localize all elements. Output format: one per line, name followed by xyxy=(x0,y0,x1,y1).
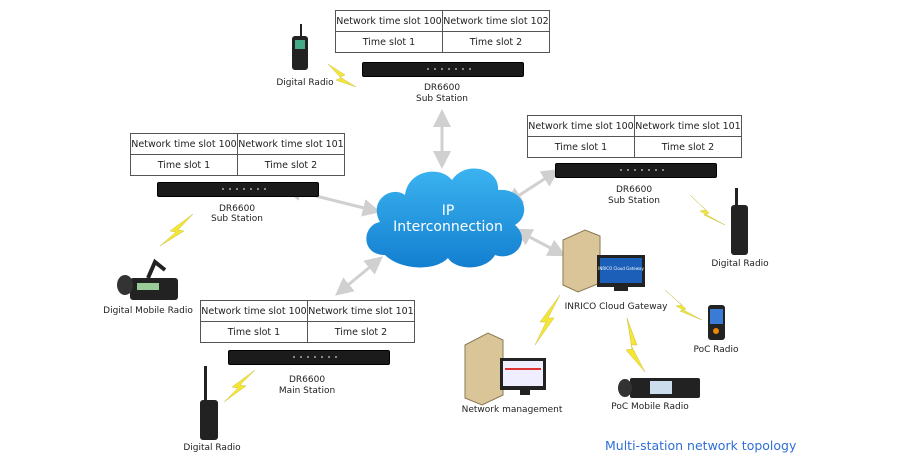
station-role: Sub Station xyxy=(211,214,263,224)
table-cell: Network time slot 100 xyxy=(335,10,443,32)
digital-radio-icon xyxy=(731,188,748,255)
poc-mobile-radio-icon xyxy=(618,378,700,398)
table-cell: Network time slot 101 xyxy=(307,300,415,322)
station-model: DR6600 xyxy=(423,83,461,93)
signal-bolt-icon xyxy=(223,369,256,403)
digital-mobile-radio-icon xyxy=(117,258,178,300)
station-role: Main Station xyxy=(278,386,336,396)
gateway-label: INRICO Cloud Gateway xyxy=(564,302,668,312)
signal-bolt-icon xyxy=(159,213,194,247)
station-role: Sub Station xyxy=(608,196,660,206)
mobile-radio-label: Digital Mobile Radio xyxy=(103,306,193,316)
gateway-screen-text: INRICO Cloud Gateway xyxy=(598,266,644,271)
signal-bolt-icon xyxy=(689,194,726,226)
link-arrow-gateway xyxy=(514,228,566,257)
table-cell: Network time slot 100 xyxy=(130,133,238,155)
table-cell: Network time slot 100 xyxy=(527,115,635,137)
dr6600-device-icon xyxy=(555,163,717,178)
poc-mobile-radio-label: PoC Mobile Radio xyxy=(611,402,689,412)
dr6600-device-icon xyxy=(362,62,524,77)
table-cell: Time slot 1 xyxy=(200,321,308,343)
digital-radio-icon xyxy=(200,366,218,440)
dr6600-device-icon xyxy=(157,182,319,197)
table-cell: Time slot 2 xyxy=(634,136,742,158)
table-cell: Time slot 1 xyxy=(527,136,635,158)
table-cell: Time slot 1 xyxy=(130,154,238,176)
table-cell: Network time slot 100 xyxy=(200,300,308,322)
signal-bolt-icon xyxy=(625,317,646,373)
poc-radio-icon xyxy=(708,305,725,340)
digital-radio-icon xyxy=(292,24,308,70)
dr6600-device-icon xyxy=(228,350,390,365)
station-model: DR6600 xyxy=(615,185,653,195)
signal-bolt-icon xyxy=(327,63,357,88)
top-radio-label: Digital Radio xyxy=(276,78,334,88)
cloud-icon xyxy=(366,168,525,268)
network-management-server-icon xyxy=(464,332,546,406)
station-model: DR6600 xyxy=(218,204,256,214)
table-cell: Time slot 1 xyxy=(335,31,443,53)
signal-bolt-icon xyxy=(534,294,561,346)
station-role: Sub Station xyxy=(416,94,468,104)
cloud-gateway-server-icon xyxy=(562,229,645,293)
cloud-label-ip: IP xyxy=(441,203,455,219)
table-cell: Time slot 2 xyxy=(442,31,550,53)
bottom-radio-label: Digital Radio xyxy=(183,443,241,453)
link-arrow-bottom xyxy=(335,256,383,296)
network-management-label: Network management xyxy=(461,405,563,415)
table-cell: Network time slot 101 xyxy=(634,115,742,137)
station-model: DR6600 xyxy=(288,375,326,385)
table-cell: Time slot 2 xyxy=(307,321,415,343)
signal-bolt-icon xyxy=(664,289,703,321)
poc-radio-label: PoC Radio xyxy=(693,345,739,355)
link-arrow-right xyxy=(504,169,560,205)
table-cell: Time slot 2 xyxy=(237,154,345,176)
diagram-caption: Multi-station network topology xyxy=(605,438,797,453)
table-cell: Network time slot 101 xyxy=(237,133,345,155)
right-radio-label: Digital Radio xyxy=(711,259,769,269)
table-cell: Network time slot 102 xyxy=(442,10,550,32)
cloud-label-interconnection: Interconnection xyxy=(393,219,503,235)
